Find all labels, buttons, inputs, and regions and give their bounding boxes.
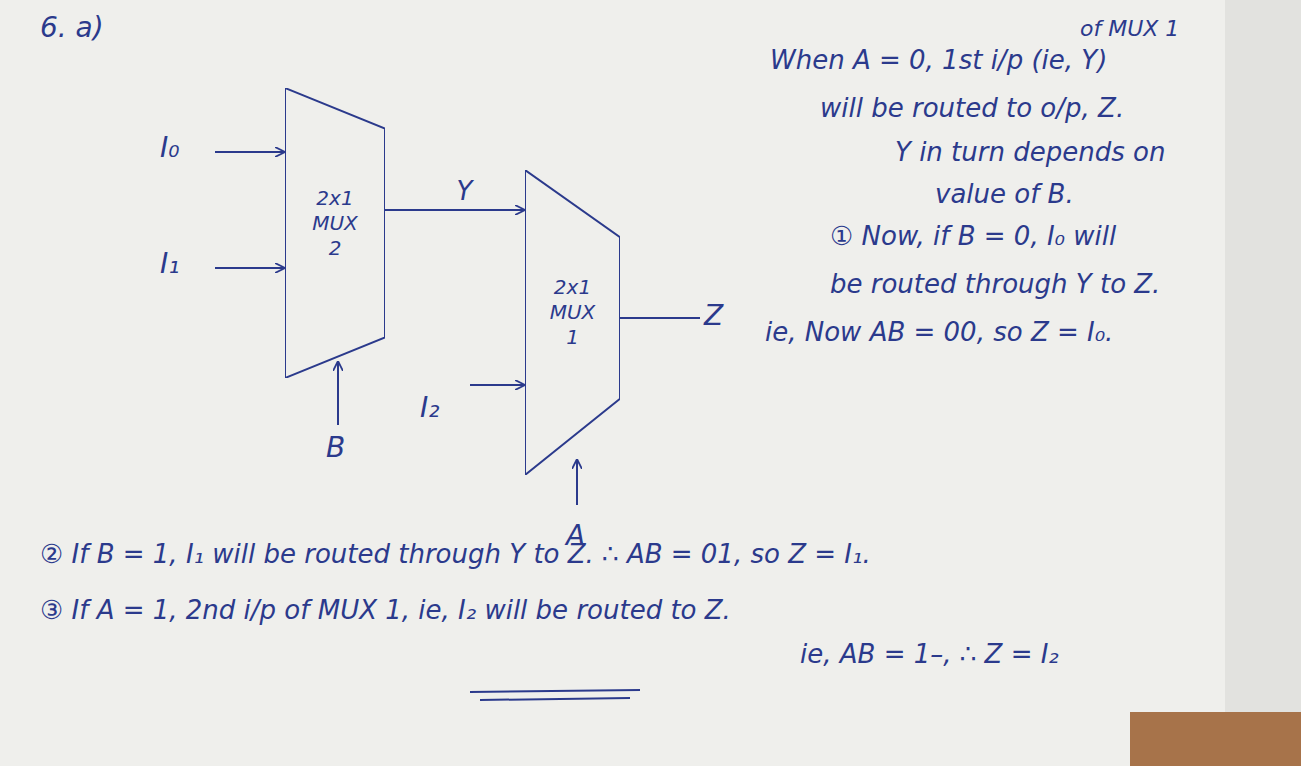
mux-block: 2x1 MUX 2 [285,88,385,378]
mux-label: 2x1 MUX 2 [307,186,363,261]
note: When A = 0, 1st i/p (ie, Y) [770,46,1107,76]
underline [470,690,640,692]
underline [480,698,630,700]
signal-wire [385,209,524,211]
paper-edge [1225,0,1301,766]
signal-name: I₀ [160,132,179,164]
input-wire [215,267,284,269]
note: ① Now, if B = 0, I₀ will [830,222,1116,252]
note: ie, AB = 1–, ∴ Z = I₂ [800,640,1059,670]
signal-name: I₁ [160,248,179,280]
input-wire [215,151,284,153]
signal-name: B [326,432,345,464]
mux-label: 2x1 MUX 1 [545,275,601,350]
note: will be routed to o/p, Z. [820,94,1124,124]
signal-name: Z [704,300,723,332]
question-number: 6. a) [40,12,104,44]
note: ③ If A = 1, 2nd i/p of MUX 1, ie, I₂ wil… [40,596,731,626]
note: ② If B = 1, I₁ will be routed through Y … [40,540,871,570]
note: ie, Now AB = 00, so Z = I₀. [765,318,1113,348]
note: of MUX 1 [1080,16,1179,41]
select-wire [576,460,578,505]
input-wire [470,384,524,386]
note: value of B. [935,180,1074,210]
table-corner [1130,712,1301,766]
signal-name: Y [455,176,475,206]
note: Y in turn depends on [895,138,1165,168]
output-wire [620,317,700,319]
mux-block: 2x1 MUX 1 [525,170,620,475]
signal-name: I₂ [420,392,439,424]
select-wire [337,362,339,425]
note: be routed through Y to Z. [830,270,1160,300]
